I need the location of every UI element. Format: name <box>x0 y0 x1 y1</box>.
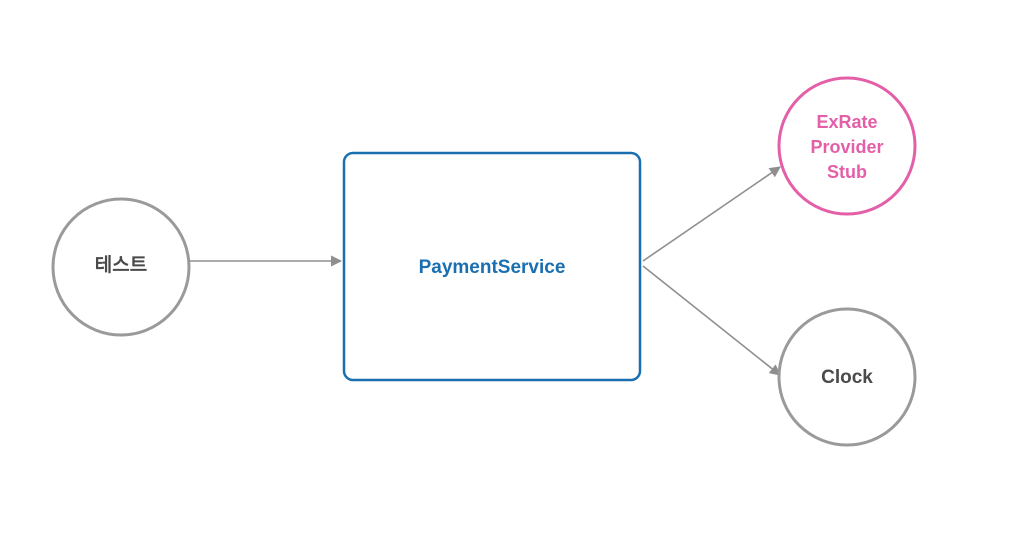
node-paymentservice-label: PaymentService <box>419 257 566 278</box>
node-exrate-provider-stub: ExRate Provider Stub <box>777 76 917 216</box>
node-exrate-provider-stub-label-line-3: Stub <box>827 162 867 182</box>
node-clock-circle <box>777 307 917 447</box>
node-exrate-provider-stub-label-line-1: ExRate <box>816 112 877 132</box>
node-exrate-provider-stub-label-line-2: Provider <box>810 137 883 157</box>
edge-paymentservice-to-clock <box>642 265 781 376</box>
edge-paymentservice-to-exrate-provider-stub <box>642 166 781 262</box>
node-clock-label: Clock <box>821 367 873 388</box>
node-test-circle <box>51 197 191 337</box>
node-paymentservice: PaymentService <box>342 151 642 382</box>
node-test: 테스트 <box>51 197 191 337</box>
node-clock: Clock <box>777 307 917 447</box>
node-exrate-provider-stub-circle <box>777 76 917 216</box>
node-test-label: 테스트 <box>95 254 147 276</box>
node-paymentservice-box <box>342 151 642 382</box>
